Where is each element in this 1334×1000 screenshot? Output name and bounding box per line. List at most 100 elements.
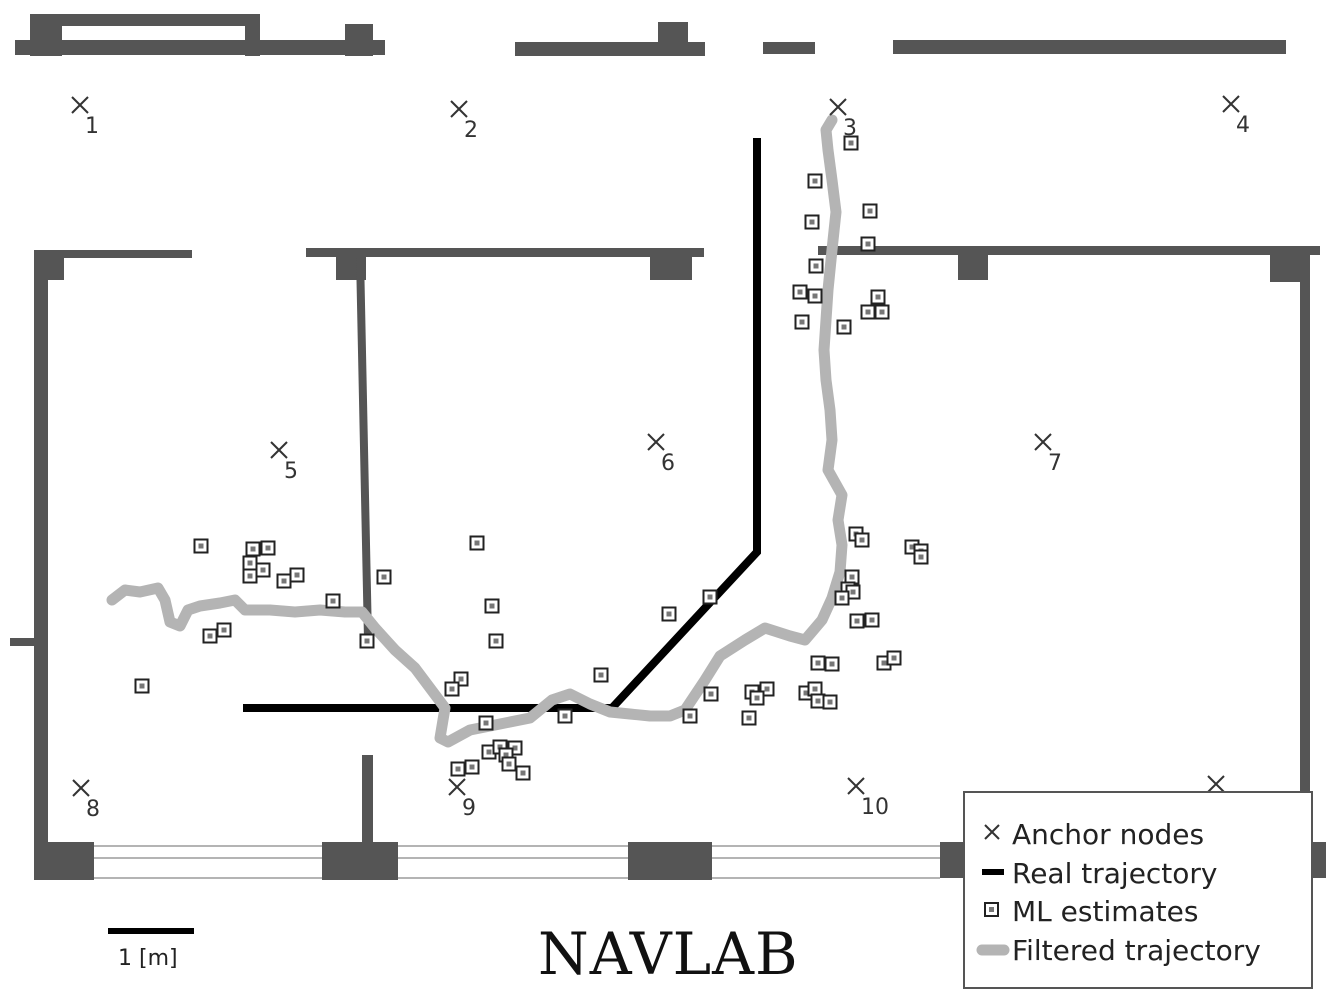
anchor-node-3: 3 bbox=[829, 98, 857, 141]
wall-segment bbox=[650, 250, 692, 280]
ml-estimate-marker bbox=[593, 667, 609, 683]
ml-estimate-marker bbox=[824, 656, 840, 672]
wall-segment bbox=[10, 638, 36, 646]
ml-estimate-marker bbox=[862, 203, 878, 219]
wall-segment bbox=[322, 842, 398, 880]
anchor-node-label: 4 bbox=[1236, 113, 1250, 138]
ml-estimate-marker bbox=[843, 135, 859, 151]
ml-estimate-marker bbox=[242, 568, 258, 584]
anchor-node-label: 10 bbox=[861, 795, 889, 820]
anchor-node-label: 6 bbox=[661, 451, 675, 476]
anchor-node-10: 10 bbox=[847, 777, 889, 820]
anchor-node-6: 6 bbox=[647, 433, 675, 476]
filtered-trajectory-line bbox=[106, 114, 848, 748]
ml-estimate-marker bbox=[870, 289, 886, 305]
ml-estimate-marker bbox=[834, 590, 850, 606]
wall-segment bbox=[958, 250, 988, 280]
wall-segment bbox=[893, 40, 1286, 54]
legend-anchor-nodes: Anchor nodes bbox=[1012, 818, 1204, 851]
ml-estimate-marker bbox=[661, 606, 677, 622]
ml-estimate-marker bbox=[808, 258, 824, 274]
ml-estimate-marker bbox=[325, 593, 341, 609]
wall-segment bbox=[34, 250, 48, 880]
real-trajectory-line bbox=[243, 138, 761, 712]
ml-estimate-marker bbox=[886, 650, 902, 666]
legend-filtered-trajectory: Filtered trajectory bbox=[1012, 934, 1261, 967]
scale-bar: 1 [m] bbox=[108, 928, 194, 971]
anchor-nodes: 1 2 3 4 5 6 7 8 9 10 bbox=[71, 95, 1250, 822]
ml-estimate-marker bbox=[864, 612, 880, 628]
wall-segment bbox=[34, 250, 192, 258]
ml-estimate-marker bbox=[134, 678, 150, 694]
ml-estimate-marker bbox=[860, 236, 876, 252]
wall-segment bbox=[356, 256, 372, 640]
ml-estimate-marker bbox=[202, 628, 218, 644]
ml-estimate-marker bbox=[242, 555, 258, 571]
scale-bar-line bbox=[108, 928, 194, 934]
anchor-node-label: 1 bbox=[85, 114, 99, 139]
ml-estimate-marker bbox=[515, 765, 531, 781]
ml-estimate-marker bbox=[749, 690, 765, 706]
ml-estimate-marker bbox=[810, 655, 826, 671]
wall-segment bbox=[818, 246, 1320, 255]
ml-estimate-marker bbox=[682, 708, 698, 724]
ml-estimate-marker bbox=[557, 708, 573, 724]
wall-segment bbox=[658, 22, 688, 56]
real-trajectory bbox=[243, 138, 761, 712]
ml-estimate-marker bbox=[464, 759, 480, 775]
ml-estimate-marker bbox=[376, 569, 392, 585]
legend-anchor-icon bbox=[984, 824, 1000, 840]
anchor-node-label: 8 bbox=[86, 797, 100, 822]
ml-estimate-marker bbox=[702, 589, 718, 605]
wall-segment bbox=[15, 40, 385, 55]
anchor-node-label: 3 bbox=[843, 116, 857, 141]
ml-estimate-marker bbox=[260, 540, 276, 556]
ml-estimate-marker bbox=[854, 532, 870, 548]
ml-estimate-marker bbox=[822, 694, 838, 710]
ml-estimate-marker bbox=[913, 549, 929, 565]
ml-estimate-marker bbox=[794, 314, 810, 330]
anchor-node-5: 5 bbox=[270, 441, 298, 484]
ml-estimate-marker bbox=[703, 686, 719, 702]
ml-estimate-marker bbox=[501, 756, 517, 772]
wall-segment bbox=[940, 842, 966, 878]
ml-estimate-marker bbox=[245, 541, 261, 557]
anchor-node-11 bbox=[1207, 775, 1225, 793]
legend: Anchor nodes Real trajectory ML estimate… bbox=[963, 791, 1313, 989]
ml-estimate-marker bbox=[484, 598, 500, 614]
ml-estimate-marker bbox=[478, 715, 494, 731]
ml-estimate-marker bbox=[804, 214, 820, 230]
ml-estimate-marker bbox=[792, 284, 808, 300]
wall-segment bbox=[1312, 842, 1326, 878]
scale-bar-label: 1 [m] bbox=[118, 946, 178, 971]
walls bbox=[10, 14, 1326, 880]
ml-estimate-marker bbox=[860, 304, 876, 320]
legend-ml-estimates: ML estimates bbox=[1012, 895, 1198, 928]
wall-segment bbox=[345, 24, 373, 56]
legend-box bbox=[963, 791, 1313, 989]
anchor-node-4: 4 bbox=[1222, 95, 1250, 138]
ml-estimate-marker bbox=[849, 613, 865, 629]
anchor-node-2: 2 bbox=[450, 100, 478, 143]
anchor-node-8: 8 bbox=[72, 779, 100, 822]
ml-estimate-marker bbox=[216, 622, 232, 638]
wall-segment bbox=[763, 42, 815, 54]
anchor-node-label: 5 bbox=[284, 459, 298, 484]
ml-estimate-marker bbox=[359, 633, 375, 649]
ml-estimate-marker bbox=[807, 173, 823, 189]
ml-estimate-marker bbox=[193, 538, 209, 554]
ml-estimate-marker bbox=[289, 567, 305, 583]
ml-estimate-marker bbox=[276, 573, 292, 589]
legend-ml-estimates-icon bbox=[984, 902, 999, 917]
wall-segment bbox=[515, 42, 705, 56]
anchor-node-label: 9 bbox=[462, 796, 476, 821]
wall-segment bbox=[30, 14, 260, 26]
diagram-title: NAVLAB bbox=[538, 920, 799, 988]
ml-estimate-marker bbox=[741, 710, 757, 726]
wall-segment bbox=[628, 842, 712, 880]
ml-estimate-marker bbox=[488, 633, 504, 649]
anchor-node-label: 2 bbox=[464, 118, 478, 143]
ml-estimate-marker bbox=[444, 681, 460, 697]
anchor-node-label: 7 bbox=[1048, 451, 1062, 476]
wall-segment bbox=[306, 248, 704, 257]
